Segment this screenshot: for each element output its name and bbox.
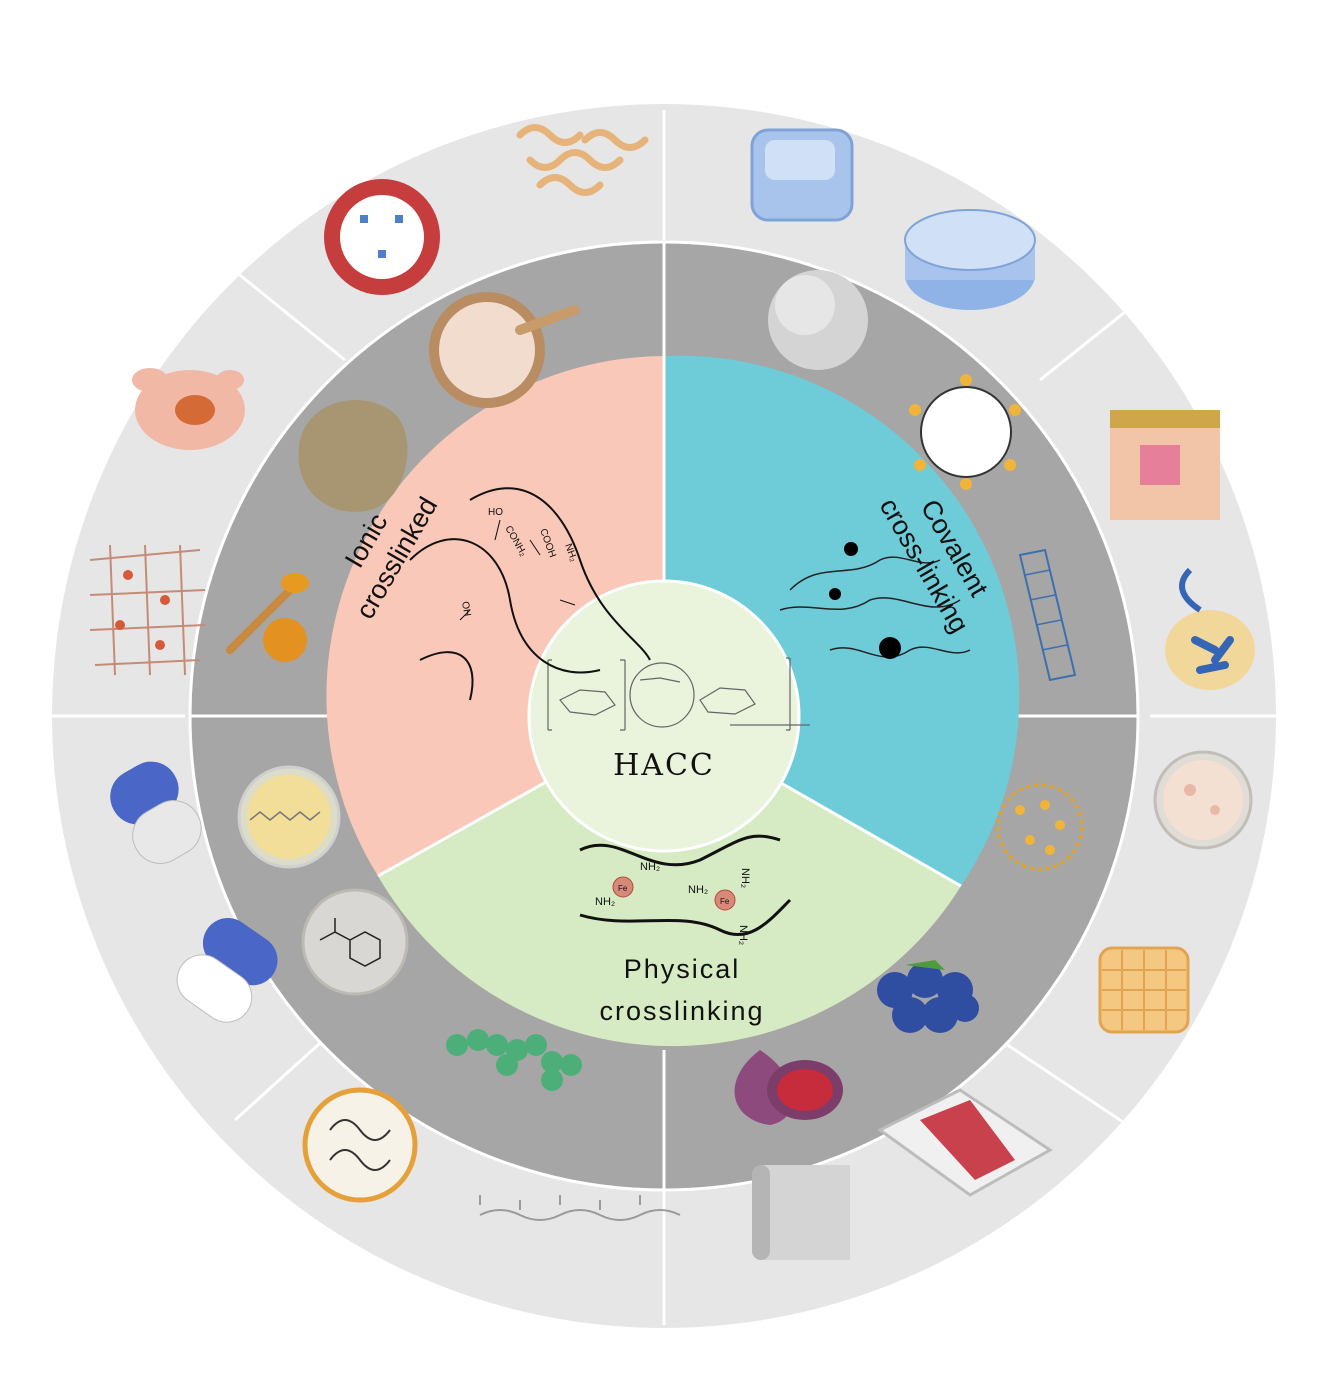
blueberry-icon <box>877 960 979 1033</box>
amine-label: NH₂ <box>688 884 708 896</box>
nanoparticle-icon <box>324 179 440 295</box>
physical-label-line2: crosslinking <box>599 996 764 1026</box>
ionic-network-sketch <box>409 487 651 701</box>
crosslink-node-icon <box>879 637 901 659</box>
capsule-icon <box>110 761 202 864</box>
amine-label: NH₂ <box>640 861 660 873</box>
iron-ion-icon <box>612 876 634 898</box>
fig-icon <box>734 1050 843 1125</box>
liposome-icon <box>302 1087 418 1203</box>
turmeric-spoon-icon <box>226 573 309 662</box>
amine-label: NH₂ <box>595 896 615 908</box>
covalent-network-sketch <box>779 542 971 659</box>
ionic-group-label: HO <box>488 507 503 518</box>
gray-sphere-icon <box>768 270 868 370</box>
metal-ion-label: Fe <box>618 884 628 893</box>
green-beads-icon <box>446 1029 582 1091</box>
film-roll-icon <box>752 1165 850 1260</box>
physical-label: Physical crosslinking <box>599 954 764 1026</box>
biscuit-icon <box>1098 946 1190 1034</box>
emulsion-icon <box>132 368 245 450</box>
carbon-nanotube-icon <box>1018 548 1077 682</box>
ionic-group-label: OH <box>459 601 472 618</box>
micelle-icon <box>909 374 1021 490</box>
skin-tissue-icon <box>1110 410 1220 520</box>
center-label: HACC <box>613 748 715 783</box>
petri-dish-icon <box>1153 750 1253 850</box>
amine-label: NH₂ <box>739 868 751 888</box>
soil-clump-icon <box>298 400 408 512</box>
oil-dish-icon <box>237 765 341 869</box>
polymer-chain-icon <box>479 1195 681 1221</box>
microgel-icon <box>516 124 649 196</box>
amine-label: NH₂ <box>737 925 749 945</box>
center-circle <box>527 579 801 853</box>
bacteria-cell-icon <box>1165 567 1255 690</box>
hacc-structure-icon <box>547 657 810 731</box>
crosslink-node-icon <box>844 542 858 556</box>
crosslink-node-icon <box>829 588 841 600</box>
hydrogel-cylinder-icon <box>904 209 1036 310</box>
metal-ion-label: Fe <box>720 897 730 906</box>
nicotinamide-icon <box>301 888 409 996</box>
meat-packaging-icon <box>877 1088 1053 1197</box>
hydrogel-cube-icon <box>750 128 854 222</box>
middle-ring-dividers <box>190 242 1138 1190</box>
nanosphere-icon <box>996 783 1084 871</box>
outer-ring-dividers <box>45 110 1290 1325</box>
physical-label-line1: Physical <box>624 954 741 984</box>
physical-segment <box>378 716 961 1047</box>
physical-network-sketch: Fe Fe NH₂ NH₂ NH₂ NH₂ NH₂ <box>579 834 792 945</box>
polymer-network-icon <box>89 544 206 676</box>
capsule-icon <box>176 918 278 1023</box>
powder-bowl-icon <box>429 292 580 408</box>
iron-ion-icon <box>714 889 736 911</box>
